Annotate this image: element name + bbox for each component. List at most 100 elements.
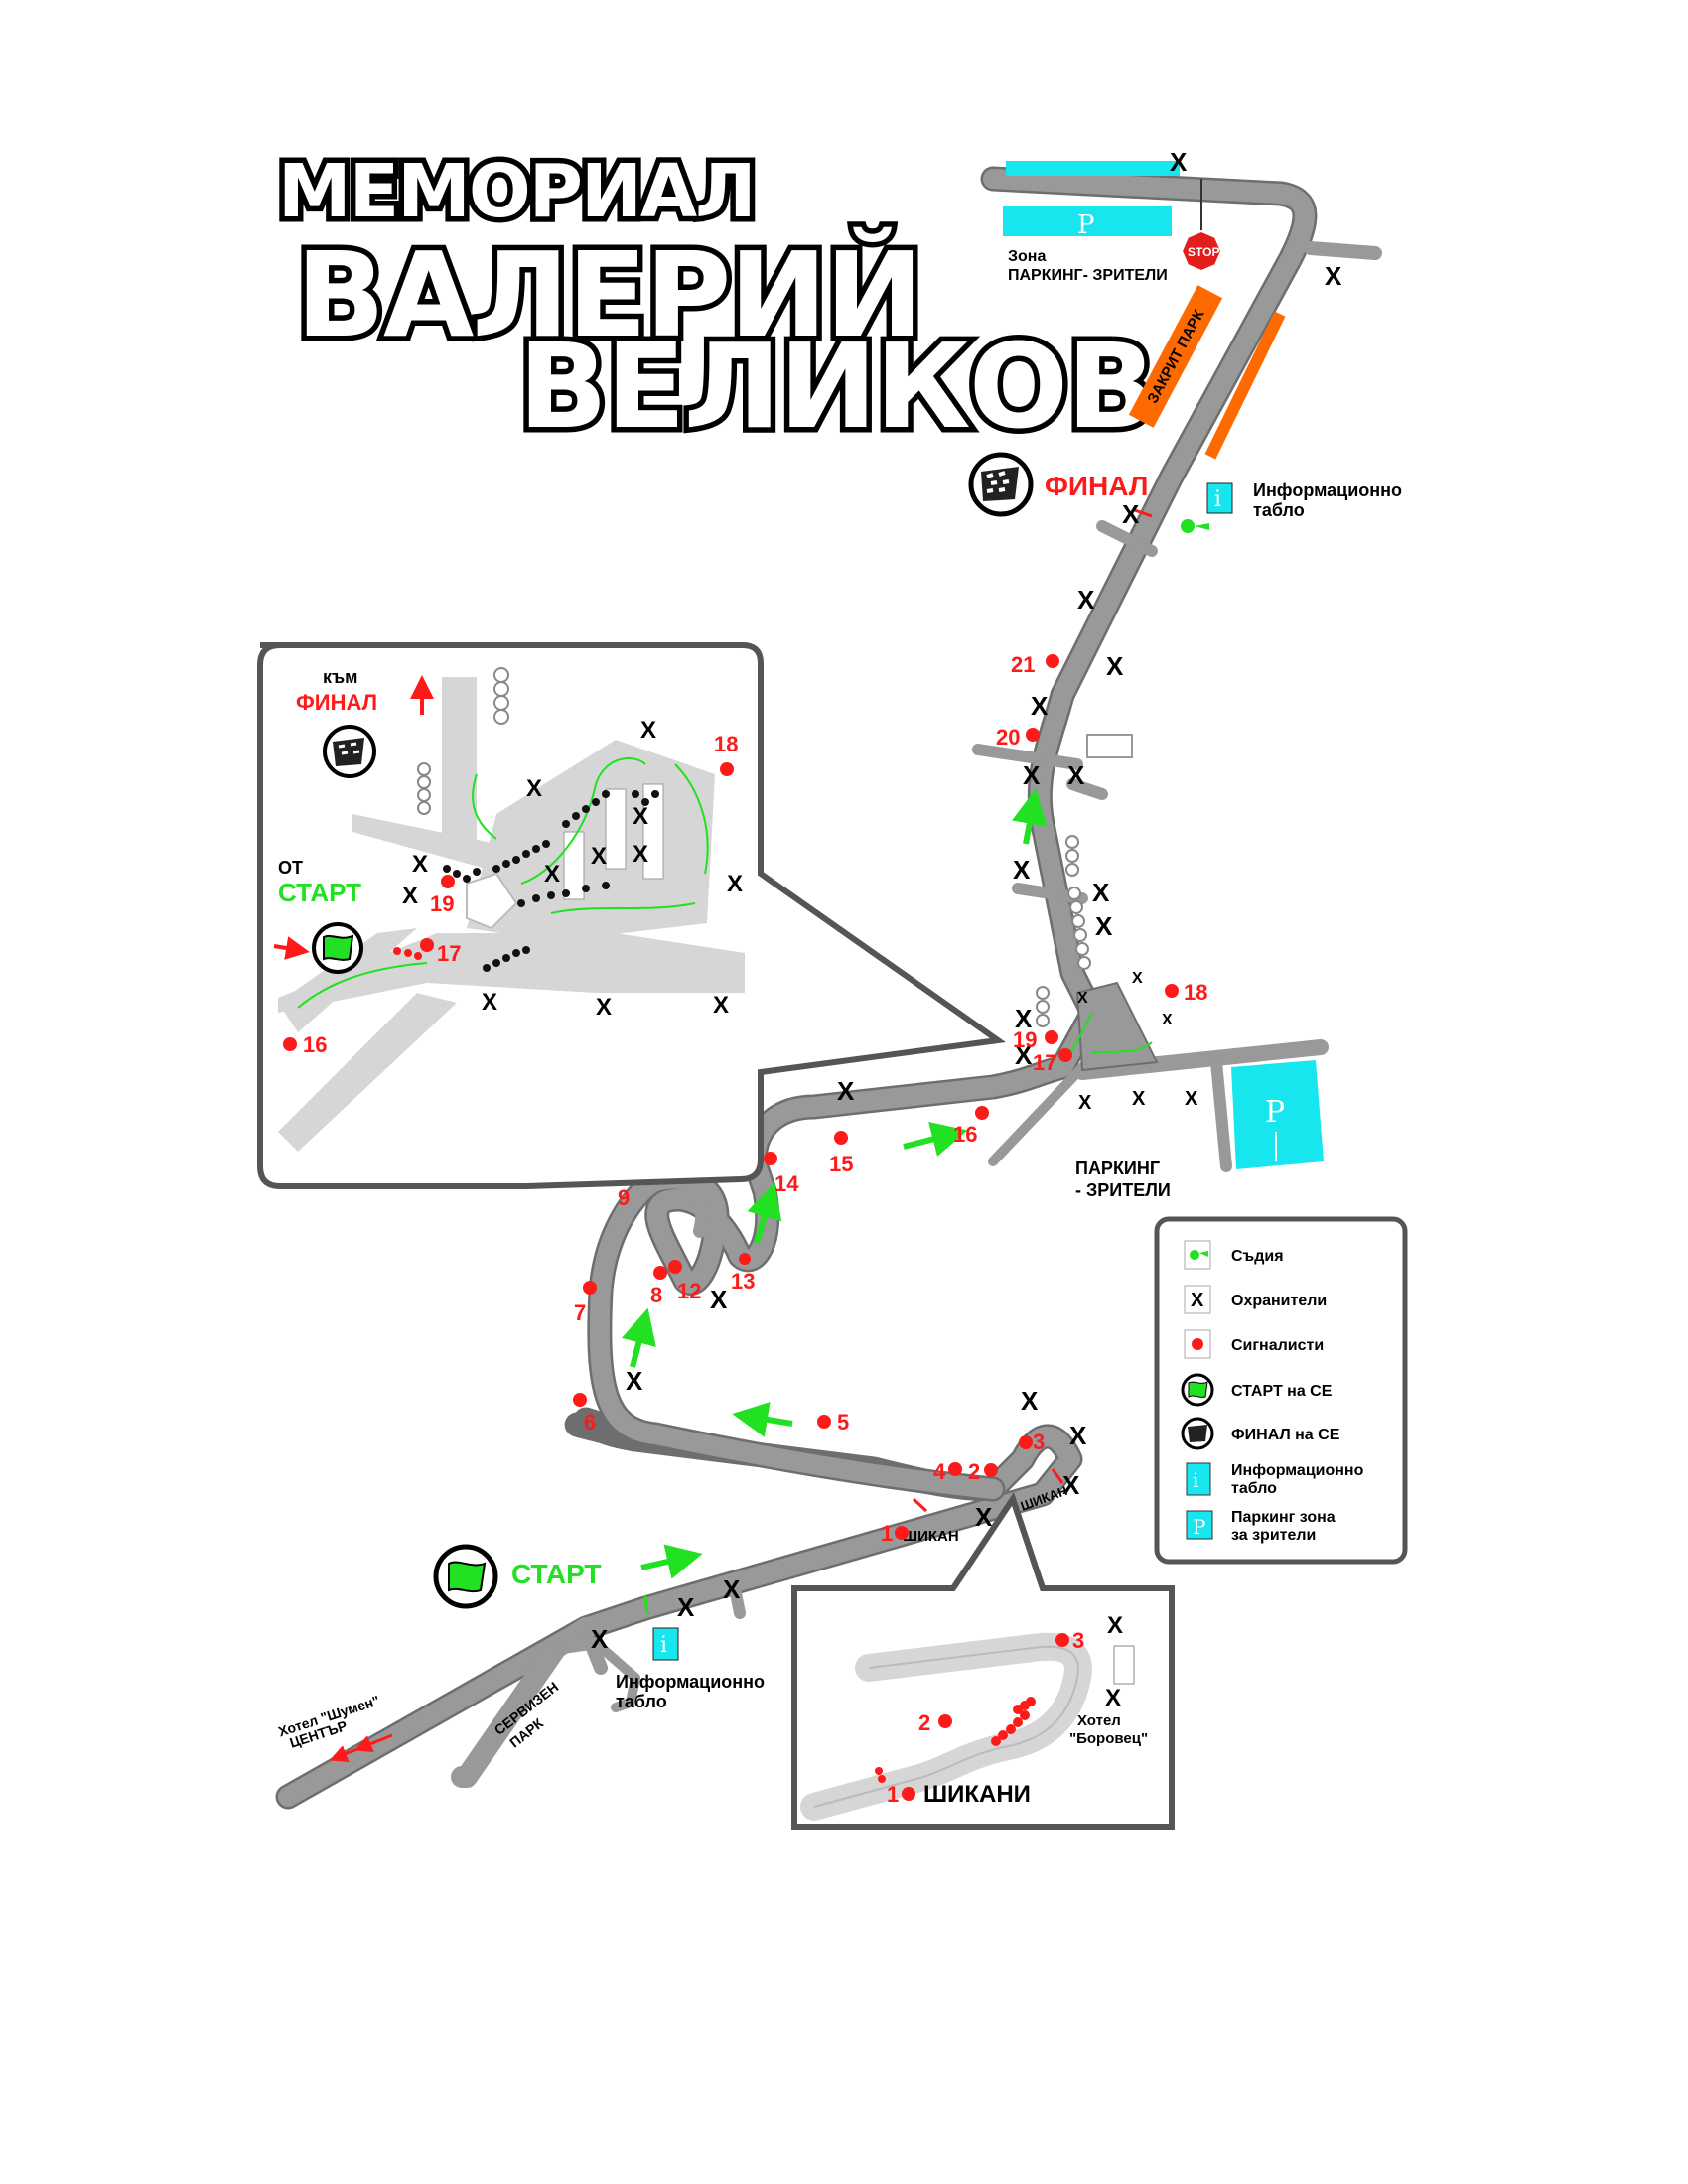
guard-x-icon: X [526,775,542,802]
guards-main: X X X X X X X X X X X X X X X X X X X X … [591,147,1342,1654]
guard-x-icon: X [1077,585,1095,614]
marshal-number: 5 [837,1410,849,1434]
guard-x-icon: X [1015,1004,1033,1033]
inset-marshal-19: 19 [430,891,454,916]
legend-label-parking-1: Паркинг зона [1231,1509,1336,1526]
guard-x-icon: X [1031,691,1049,721]
legend-label-info-1: Информационно [1231,1462,1364,1479]
guard-x-icon: X [1107,1612,1123,1639]
from-start-label-2: СТАРТ [278,878,361,907]
guard-x-icon: X [1067,760,1085,790]
legend-label-info-2: табло [1231,1480,1277,1497]
guard-x-icon: X [633,803,648,830]
guard-x-icon: X [975,1502,993,1532]
guard-x-icon: X [482,989,497,1016]
info-board-top-label-2: табло [1253,500,1305,520]
info-letter-start: i [660,1633,667,1658]
info-letter: i [1214,487,1221,512]
guard-x-icon: X [1162,1012,1173,1028]
marshal-number: 8 [650,1283,662,1307]
zone-parking-label-1: Зона [1008,248,1046,265]
hotel-borovets-label-2: "Боровец" [1069,1730,1148,1747]
legend-label-finish: ФИНАЛ на СЕ [1231,1427,1340,1443]
closed-park-label: ЗАКРИТ ПАРК [1144,306,1207,406]
finish-flag-icon [968,452,1034,517]
inset-marshal-17: 17 [437,941,461,966]
inset-marshal-16: 16 [303,1032,327,1057]
guard-x-icon: X [837,1076,855,1106]
marshal-number: 18 [1184,980,1207,1005]
spectator-circles [1036,835,1091,1027]
marshal-number: 4 [933,1459,946,1484]
junction-inset: X X X X X X X X X X X X 18 19 17 16 към … [257,642,1006,1189]
guard-x-icon: X [1170,147,1188,177]
guard-x-icon: X [1132,1088,1146,1110]
legend-label-parking-2: за зрители [1231,1527,1316,1544]
title-line-2: ВАЛЕРИЙ [296,226,921,363]
to-finish-label-2: ФИНАЛ [296,690,377,715]
guard-x-icon: X [544,861,560,887]
legend-label-marshals: Сигналисти [1231,1337,1324,1354]
title-line-3: ВЕЛИКОВ [518,318,1154,455]
guard-x-icon: X [723,1574,741,1604]
guard-x-icon: X [1095,911,1113,941]
legend-label-guards: Охранители [1231,1293,1327,1309]
guard-x-icon: X [1077,990,1088,1007]
guard-x-icon: X [1105,1685,1121,1711]
marshal-number: 15 [829,1152,853,1176]
inset-finish-flag-icon [323,725,376,778]
inset-marshal-3: 3 [1072,1628,1084,1653]
guard-x-icon: X [1092,878,1110,907]
marshal-number: 20 [996,725,1020,750]
start-info-board-icon: i [652,1627,679,1661]
guard-x-icon: X [596,994,612,1021]
guard-x-icon: X [1122,499,1140,529]
chicanes-inset: 3 2 1 ШИКАНИ Хотел "Боровец" X X [791,1492,1175,1830]
direction-arrows [622,788,1048,1579]
to-finish-label-1: към [323,667,357,687]
spectator-parking-right: P [1231,1060,1324,1169]
marshal-number: 13 [731,1269,755,1294]
legend-guard-x-icon: X [1191,1290,1204,1311]
guard-x-icon: X [1185,1088,1198,1110]
info-board-start-label-2: табло [616,1692,667,1711]
guard-x-icon: X [677,1592,695,1622]
parking-letter: P [1077,210,1095,240]
guard-x-icon: X [633,841,648,868]
marshal-number: 17 [1033,1050,1056,1075]
marshal-number: 9 [618,1185,630,1210]
guard-x-icon: X [1021,1386,1039,1416]
guard-x-icon: X [713,992,729,1019]
from-start-label-1: ОТ [278,858,303,878]
marshal-number: 3 [1033,1430,1045,1454]
spectator-parking-top: P [1003,161,1202,243]
guard-x-icon: X [412,851,428,878]
guard-x-icon: X [1062,1470,1080,1500]
marshal-number: 12 [677,1279,701,1303]
inset-marshal-2: 2 [918,1710,930,1735]
inset-start-flag-icon [312,922,363,974]
parking-spectators-label-1: ПАРКИНГ [1075,1159,1160,1178]
parking-letter-right: P [1265,1095,1285,1130]
title-line-1: МЕМОРИАЛ [278,149,755,234]
inset-marshal-1: 1 [887,1782,899,1807]
guard-x-icon: X [1325,261,1342,291]
marshal-number: 1 [881,1521,893,1546]
parking-spectators-label-2: - ЗРИТЕЛИ [1075,1180,1171,1200]
stop-text: STOP [1188,245,1219,259]
guard-x-icon: X [710,1285,728,1314]
guard-x-icon: X [591,843,607,870]
guard-x-icon: X [640,717,656,744]
stop-sign: STOP [1180,229,1223,273]
marshal-number: 14 [774,1171,799,1196]
info-board-start-label-1: Информационно [616,1672,765,1692]
legend-label-start: СТАРТ на СЕ [1231,1383,1333,1400]
marshal-number: 7 [574,1300,586,1325]
guard-x-icon: X [591,1624,609,1654]
marshal-number: 19 [1013,1027,1037,1052]
guard-x-icon: X [1069,1421,1087,1450]
zone-parking-label-2: ПАРКИНГ- ЗРИТЕЛИ [1008,267,1168,284]
guard-x-icon: X [1078,1092,1092,1114]
judge-flag-icon [1181,519,1209,533]
